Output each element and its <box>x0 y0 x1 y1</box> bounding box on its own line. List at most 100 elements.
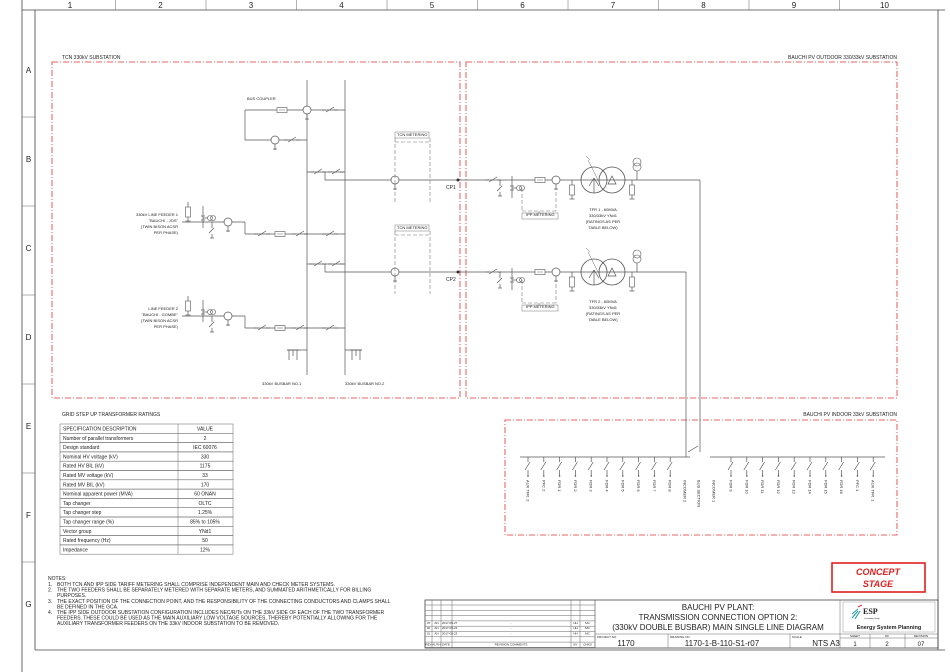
note-text: BE DEFINED IN THE GCA. <box>57 604 118 610</box>
incomer-1-label: INCOMER 1 <box>712 480 717 503</box>
svg-text:FDR 3: FDR 3 <box>589 480 594 492</box>
table-cell-spec: Vector group <box>63 529 92 535</box>
feeder-bay: FDR 4 <box>603 457 610 492</box>
grid-row-label: E <box>26 422 31 431</box>
revision-cell: 2017-05-27 <box>442 621 458 625</box>
drawing-frame <box>21 0 945 672</box>
svg-text:BUS SECTION: BUS SECTION <box>697 480 702 507</box>
feeder-bay: FDR 3 <box>587 457 594 492</box>
revision-cell: 02 <box>427 626 431 630</box>
feeder-bay: PFC 2 <box>540 457 546 492</box>
ipp-metering-label-1: IPP METERING <box>526 212 555 217</box>
current-transformer-icon <box>223 311 233 326</box>
revision-cell: MC <box>585 631 590 635</box>
ipp-metering-box <box>521 280 559 312</box>
bus-section-label: BUS SECTION <box>697 480 702 507</box>
svg-text:330kV LINE FEEDER 1: 330kV LINE FEEDER 1 <box>136 212 179 217</box>
connection-point-cp1: CP1 <box>446 185 456 191</box>
feeder-bay: FDR 11 <box>759 457 765 494</box>
table-cell-spec: Tap changer range (%) <box>63 520 114 526</box>
table-cell-value: 1.25% <box>198 510 213 516</box>
svg-text:CONCEPT: CONCEPT <box>856 567 902 577</box>
revision-cell: HH <box>573 626 577 630</box>
circuit-breaker-icon <box>274 325 286 331</box>
revision-cell: 07 <box>427 621 431 625</box>
drawing-title-line-1: BAUCHI PV PLANT: <box>682 603 754 612</box>
note-number: 1. <box>48 582 52 588</box>
svg-text:FDR 7: FDR 7 <box>652 480 657 492</box>
voltage-transformer-icon <box>510 176 525 198</box>
revision-header: AUTH <box>432 643 440 647</box>
note-text: THE IPP SIDE OUTDOOR SUBSTATION CONFIGUR… <box>57 610 384 616</box>
table-cell-spec: Tap changer <box>63 501 91 507</box>
table-cell-value: 33 <box>202 473 208 479</box>
svg-text:LINE FEEDER 2: LINE FEEDER 2 <box>148 306 178 311</box>
table-cell-spec: Design standard <box>63 445 100 451</box>
ipp-metering-box <box>521 188 559 220</box>
svg-text:PER PHASE): PER PHASE) <box>154 230 179 235</box>
svg-text:PFC 1: PFC 1 <box>855 480 860 492</box>
svg-text:FDR 15: FDR 15 <box>823 480 828 495</box>
svg-text:AUX TFR. 1: AUX TFR. 1 <box>871 480 876 502</box>
earth-switch-icon <box>208 316 215 333</box>
svg-text:INCOMER 2: INCOMER 2 <box>683 480 688 503</box>
grid-row-label: B <box>26 155 31 164</box>
revision-cell: 2017-05-23 <box>442 626 458 630</box>
grid-row-label: C <box>26 244 32 253</box>
circuit-breaker-icon <box>276 107 288 113</box>
svg-text:REVISION: REVISION <box>914 634 928 638</box>
diagram-symbols <box>182 105 701 447</box>
svg-text:ESP: ESP <box>863 607 878 616</box>
surge-arrester-icon <box>185 202 191 222</box>
surge-arrester-icon <box>569 272 575 292</box>
svg-text:Energy System Planning: Energy System Planning <box>857 625 922 631</box>
table-cell-spec: Rated frequency (Hz) <box>63 538 111 544</box>
revision-cell: 01 <box>427 631 431 635</box>
table-cell-value: 85% to 105% <box>190 520 220 526</box>
note-text: THE TWO FEEDERS SHALL BE SEPARATELY METE… <box>57 588 371 594</box>
busbar-1-label: 330kV BUSBAR NO.1 <box>262 381 302 386</box>
current-transformer-icon <box>302 105 312 120</box>
table-cell-spec: Impedance <box>63 547 88 553</box>
feeder-bay: AUX TFR. 2 <box>524 457 531 502</box>
svg-text:AUX TFR. 2: AUX TFR. 2 <box>526 480 531 502</box>
revision-cell: - <box>511 626 512 630</box>
grid-column-label: 7 <box>611 1 616 10</box>
revision-header: BY <box>573 643 577 647</box>
line-feeder-2-label: LINE FEEDER 2 "BAUCHI - GOMBE" (TWIN BIS… <box>141 306 179 329</box>
feeder-bay: FDR 9 <box>727 457 734 492</box>
revision-cell: AN <box>434 621 438 625</box>
svg-text:FDR 6: FDR 6 <box>636 480 641 492</box>
grid-column-label: 6 <box>520 1 525 10</box>
svg-text:FDR 9: FDR 9 <box>729 480 734 492</box>
earth-switch-icon <box>496 272 503 289</box>
table-cell-value: OLTC <box>199 501 212 507</box>
svg-text:INCOMER 1: INCOMER 1 <box>712 480 717 503</box>
feeder-bay: FDR 1 <box>556 457 562 492</box>
indoor-substation-title: BAUCHI PV INDOOR 33kV SUBSTATION <box>803 412 897 418</box>
table-cell-value: YNd1 <box>199 529 212 535</box>
tcn-substation-title: TCN 330kV SUBSTATION <box>62 55 121 61</box>
table-cell-spec: Number of parallel transformers <box>63 436 134 442</box>
revision-cell: MC <box>585 626 590 630</box>
grid-row-label: D <box>26 333 32 342</box>
tcn-metering-box <box>394 224 431 294</box>
svg-text:(TWIN BISON ACSR: (TWIN BISON ACSR <box>141 318 178 323</box>
incomer-2-label: INCOMER 2 <box>683 480 688 503</box>
feeder-bay: FDR 16 <box>838 457 844 495</box>
svg-text:STAGE: STAGE <box>863 579 894 589</box>
feeder-bay: FDR 15 <box>822 457 828 495</box>
ipp-metering-label-2: IPP METERING <box>526 304 555 309</box>
feeder-bay: PFC 1 <box>854 457 860 492</box>
voltage-transformer-icon <box>201 206 216 228</box>
svg-text:(RATINGS AS PER: (RATINGS AS PER <box>586 219 620 224</box>
circuit-breaker-icon <box>274 231 286 237</box>
table-cell-spec: SPECIFICATION DESCRIPTION <box>63 427 137 433</box>
switch-icon <box>322 324 338 331</box>
connection-point-cp2: CP2 <box>446 277 456 283</box>
svg-text:FDR 5: FDR 5 <box>620 480 625 492</box>
bus-section-switch-icon <box>687 445 699 453</box>
